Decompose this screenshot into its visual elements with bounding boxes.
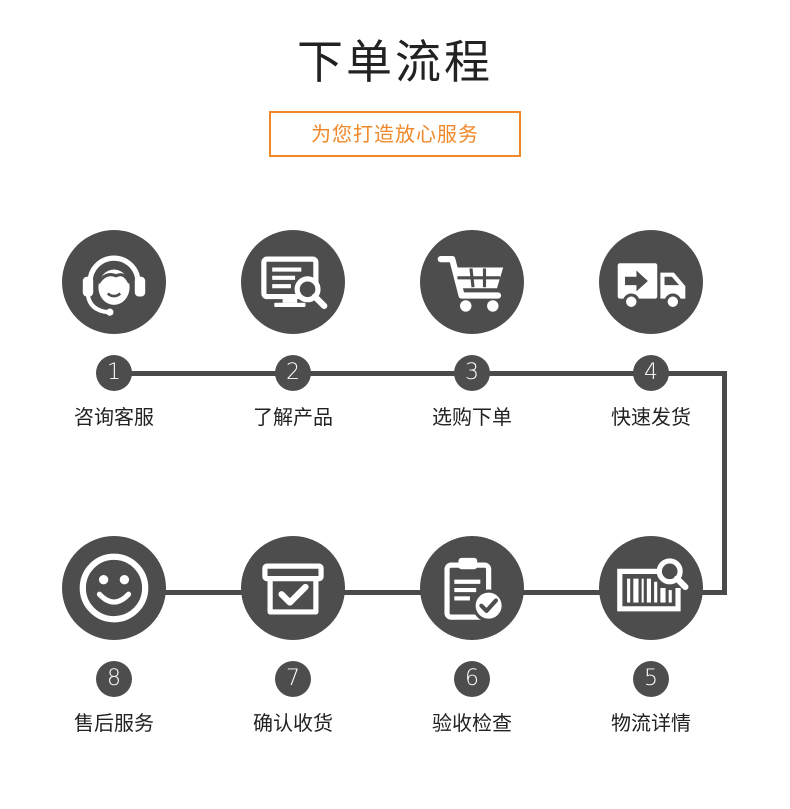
step-icon-circle bbox=[241, 230, 345, 334]
step-label: 了解产品 bbox=[253, 405, 333, 429]
step-7: 7 确认收货 bbox=[233, 536, 353, 746]
step-4: 4 快速发货 bbox=[591, 230, 711, 440]
step-label: 验收检查 bbox=[432, 711, 512, 735]
step-label: 售后服务 bbox=[74, 711, 154, 735]
step-label: 物流详情 bbox=[611, 711, 691, 735]
connector-line-top bbox=[114, 371, 727, 376]
subtitle-box: 为您打造放心服务 bbox=[269, 111, 521, 157]
monitor-search-icon bbox=[261, 256, 328, 310]
barcode-search-icon bbox=[617, 558, 689, 612]
shopping-cart-icon bbox=[437, 256, 504, 312]
step-number: 2 bbox=[275, 355, 311, 391]
step-icon-circle bbox=[420, 536, 524, 640]
step-icon-circle bbox=[599, 536, 703, 640]
step-icon-circle bbox=[62, 536, 166, 640]
step-number: 4 bbox=[633, 355, 669, 391]
connector-line-right bbox=[722, 371, 727, 595]
step-8: 8 售后服务 bbox=[54, 536, 174, 746]
step-icon-circle bbox=[241, 536, 345, 640]
step-number: 7 bbox=[275, 661, 311, 697]
box-check-icon bbox=[262, 563, 324, 615]
step-6: 6 验收检查 bbox=[412, 536, 532, 746]
step-1: 1 咨询客服 bbox=[54, 230, 174, 440]
step-number: 8 bbox=[96, 661, 132, 697]
step-icon-circle bbox=[599, 230, 703, 334]
step-number: 3 bbox=[454, 355, 490, 391]
delivery-truck-icon bbox=[617, 263, 686, 311]
smiley-face-icon bbox=[79, 553, 149, 623]
step-label: 快速发货 bbox=[611, 405, 691, 429]
step-label: 选购下单 bbox=[432, 405, 512, 429]
step-label: 确认收货 bbox=[253, 711, 333, 735]
page-title: 下单流程 bbox=[297, 35, 493, 89]
step-number: 5 bbox=[633, 661, 669, 697]
headset-icon bbox=[82, 255, 146, 316]
step-number: 6 bbox=[454, 661, 490, 697]
step-icon-circle bbox=[62, 230, 166, 334]
clipboard-check-icon bbox=[444, 557, 505, 622]
step-icon-circle bbox=[420, 230, 524, 334]
step-label: 咨询客服 bbox=[74, 405, 154, 429]
step-number: 1 bbox=[96, 355, 132, 391]
step-2: 2 了解产品 bbox=[233, 230, 353, 440]
step-3: 3 选购下单 bbox=[412, 230, 532, 440]
step-5: 5 物流详情 bbox=[591, 536, 711, 746]
